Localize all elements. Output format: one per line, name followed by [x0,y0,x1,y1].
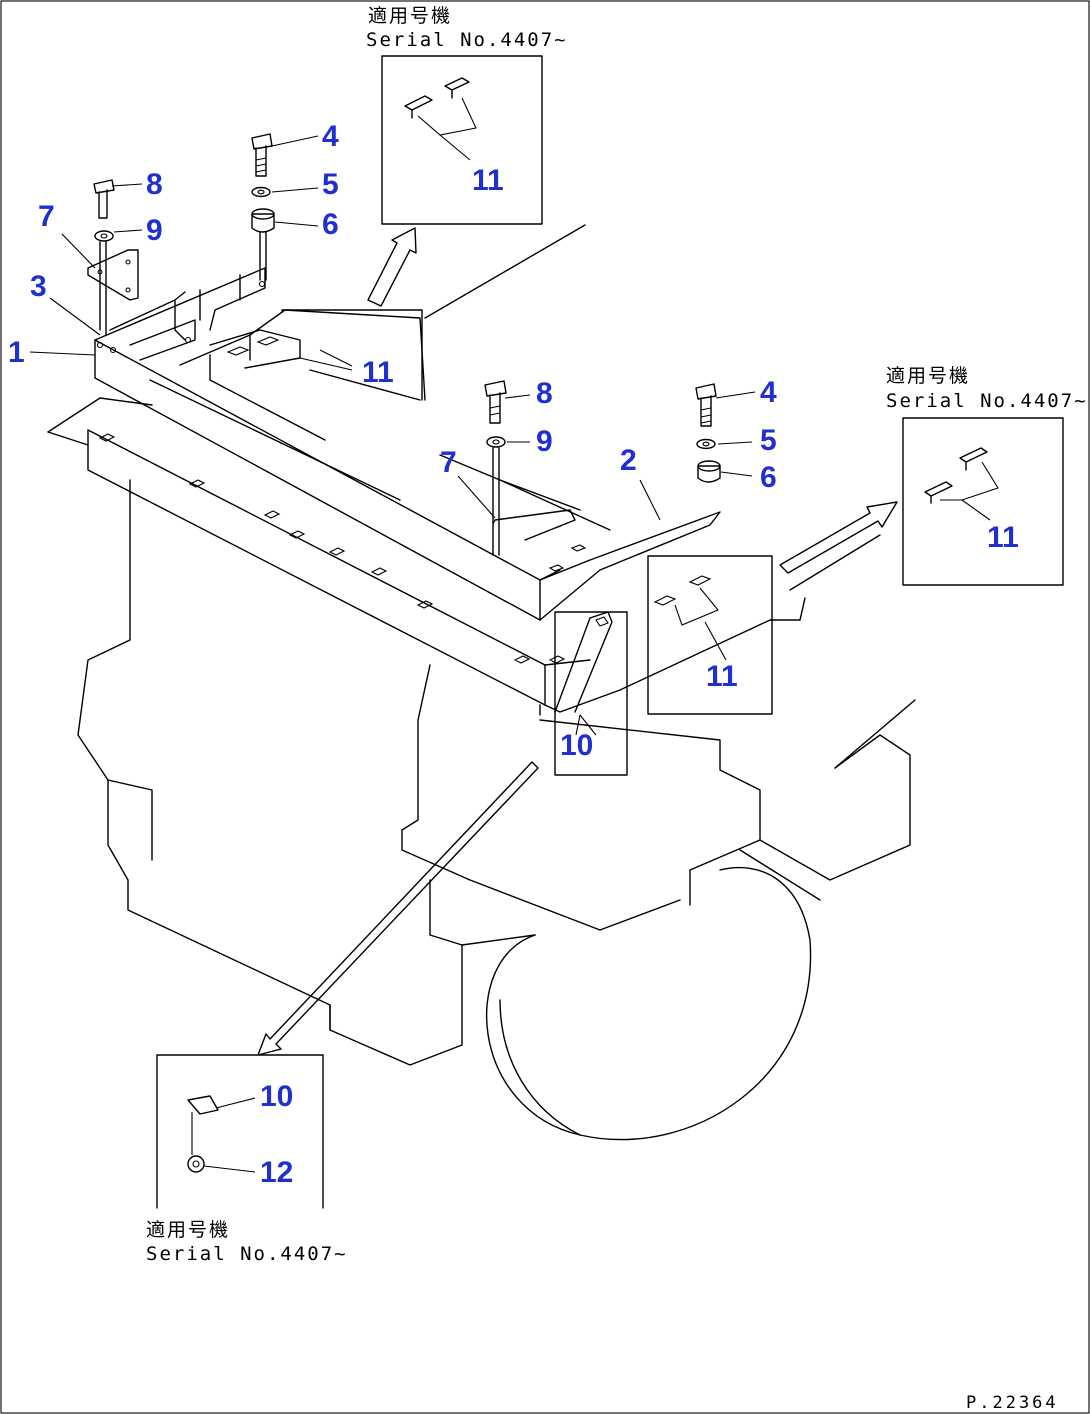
engine-outline [77,479,916,1141]
note-bottom-serial: Serial No.4407~ [146,1243,348,1265]
note-right-jp: 適用号機 [886,365,970,387]
detail-mid-right [647,555,773,715]
note-bottom-jp: 適用号機 [146,1219,230,1241]
callout-6-top: 6 [322,208,339,241]
callout-7-left: 7 [38,200,55,233]
clip-middle [554,611,613,713]
callout-11-right-detail: 11 [987,521,1019,554]
callout-12: 12 [260,1156,293,1189]
callout-11-top-detail: 11 [472,164,504,197]
callout-10-bottom-detail: 10 [260,1080,293,1113]
callout-10-middle: 10 [560,729,593,762]
callout-5-right: 5 [760,424,777,457]
callout-numbers: 1 2 3 4 5 6 7 8 9 4 5 6 7 8 9 10 11 11 1… [8,120,1019,1189]
note-top-serial: Serial No.4407~ [366,29,568,51]
upper-cover [94,224,721,621]
detail-bottom [156,1054,324,1209]
callout-6-right: 6 [760,461,777,494]
detail-mid-center [554,611,628,776]
callout-9-center: 9 [536,425,553,458]
callout-8-left: 8 [146,168,163,201]
callout-11-center: 11 [362,356,394,389]
callout-4-top: 4 [322,120,339,153]
callout-4-right: 4 [760,376,777,409]
callout-1: 1 [8,336,25,369]
pointer-arrows [257,227,898,1056]
detail-top [381,55,543,225]
callout-7-center: 7 [440,446,457,479]
callout-2: 2 [620,444,637,477]
drawing-code: P.22364 [966,1393,1059,1413]
note-top-jp: 適用号機 [368,5,452,27]
callout-5-top: 5 [322,168,339,201]
detail-right [902,417,1064,586]
callout-8-center: 8 [536,377,553,410]
callout-11-mid-right: 11 [706,660,738,693]
bracket-left [87,249,139,301]
callout-9-left: 9 [146,214,163,247]
callout-3: 3 [30,270,47,303]
applicability-notes: 適用号機 Serial No.4407~ 適用号機 Serial No.4407… [146,5,1088,1265]
center-frame [226,309,423,401]
note-right-serial: Serial No.4407~ [886,390,1088,412]
leader-lines [29,135,756,1173]
fasteners [93,133,721,556]
